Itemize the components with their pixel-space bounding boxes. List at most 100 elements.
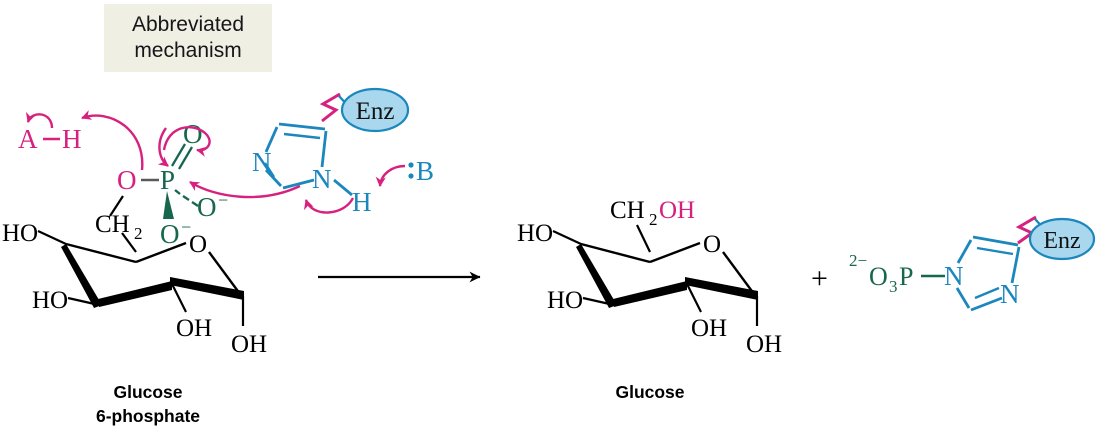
curved-arrow-nh-to-n [304, 197, 355, 214]
g6p-ch2-label: CH [95, 211, 130, 238]
prod-imid-bond-c5-c4-inner [976, 246, 1014, 256]
p-bond-c3-ho [582, 296, 615, 307]
prod-imid-bond-c2-n1 [955, 287, 971, 309]
reactant-label: Glucose 6-phosphate [48, 381, 248, 428]
prod-oh-c2-label: OH [691, 315, 727, 342]
phosphoenzyme-formula: 2− O 3 P [849, 251, 913, 296]
plus-sign: + [811, 262, 828, 295]
prod-imid-bond-n1-c5 [956, 239, 973, 264]
prod-imid-nitrogen-right-label: N [1000, 279, 1020, 309]
phospho-o-subscript: 3 [889, 277, 898, 296]
anionic-oxygen-2-charge: − [181, 217, 191, 237]
bond-ch2-c5 [121, 232, 137, 253]
base-group: B [408, 156, 434, 186]
ring-bond-c4-c3-bold [61, 244, 102, 308]
g6p-ring-oxygen-label: O [189, 231, 207, 258]
bond-o-ch2 [109, 195, 124, 217]
g6p-ch2-subscript: 2 [134, 224, 143, 243]
acid-group: A H [18, 124, 82, 154]
prod-ho-c3-label: HO [547, 287, 583, 314]
enz-bubble-reactant [340, 87, 410, 133]
reactant-label-line-2: 6-phosphate [95, 405, 201, 426]
imid-bond-nh [333, 178, 353, 197]
imid-bond-c2-n1-inner [263, 162, 276, 178]
curved-arrow-b-to-h [375, 164, 406, 187]
bond-p-o-wedge [163, 191, 174, 219]
p-ring-bond-c5-o [649, 241, 701, 264]
enz-label-product: Enz [1043, 228, 1080, 254]
prod-imid-bond-n3-c2 [970, 296, 1003, 312]
prod-ho-c4-label: HO [517, 220, 553, 247]
phospho-o-label: O [869, 262, 888, 291]
squiggle-bond-reactant [319, 92, 341, 123]
anionic-oxygen-1-charge: − [218, 190, 228, 210]
imid-bond-c5-c4-inner [283, 132, 321, 140]
ring-bond-c2-c1-bold [170, 277, 244, 300]
imid-bond-c4-n3 [320, 130, 328, 168]
bond-c4-ho [37, 230, 67, 245]
bond-c3-ho [67, 296, 100, 307]
glucose-6-phosphate-structure [37, 195, 245, 326]
prod-imid-bond-c5-c4 [972, 235, 1019, 247]
ring-bond-c4-c5 [65, 242, 137, 264]
imid-bond-c5-c4 [278, 122, 326, 131]
prod-oh-c1-label: OH [746, 331, 782, 358]
phospho-charge-label: 2− [849, 251, 867, 270]
phospho-p-label: P [899, 262, 913, 291]
squiggle-bond-product [1015, 215, 1037, 245]
acid-hydrogen-label: H [62, 124, 82, 154]
imid-bond-c2-n1 [264, 169, 283, 187]
g6p-ho-c3-label: HO [32, 287, 68, 314]
acid-a-label: A [18, 124, 38, 154]
product-imidazole [955, 235, 1021, 312]
ring-bond-c3-c2-bold [98, 281, 172, 307]
p-bond-c2-oh [685, 281, 702, 313]
imid-bond-n1-c5 [264, 126, 279, 153]
base-lone-pair-dot-upper [408, 162, 414, 168]
prod-ch2-label: CH [610, 197, 645, 224]
glucose-6-phosphate-labels: CH 2 O HO HO OH OH [2, 211, 267, 358]
ring-bond-c5-o [135, 241, 187, 264]
bond-p-o-hashed [174, 189, 199, 207]
p-bond-c4-ho [552, 230, 582, 245]
curved-arrow-pi-to-o [162, 125, 211, 157]
prod-exocyclic-hydroxyl-label: OH [659, 197, 695, 224]
p-bond-ch2-c5 [636, 224, 651, 253]
imid-nitrogen-left-label: N [252, 147, 272, 177]
product-imidazole-labels: N N [944, 261, 1020, 309]
curved-arrow-n-to-p [189, 180, 301, 199]
anionic-oxygen-2-label: O [160, 219, 180, 249]
enz-label-reactant: Enz [356, 98, 395, 125]
curved-arrow-pi-collapse [157, 127, 169, 167]
imid-nitrogen-right-label: N [312, 164, 332, 194]
anionic-oxygen-1-label: O [197, 192, 217, 222]
prod-ch2-subscript: 2 [649, 210, 658, 229]
caption-line-1: Abbreviated [131, 13, 245, 37]
enz-bubble-product [1028, 217, 1096, 261]
p-ring-bond-c4-c5 [580, 242, 651, 264]
prod-imid-nitrogen-left-label: N [944, 261, 964, 291]
bond-c2-oh [170, 281, 187, 313]
p-ring-bond-c2-c1-bold [685, 277, 758, 300]
curved-arrow-ah-to-a [26, 111, 54, 129]
bond-p-o-double-b [178, 146, 193, 170]
product-label: Glucose [560, 381, 740, 405]
g6p-oh-c1-label: OH [231, 331, 267, 358]
glucose-product-structure [552, 224, 759, 326]
base-lone-pair-dot-lower [408, 173, 414, 179]
g6p-oh-c2-label: OH [176, 315, 212, 342]
product-label-text: Glucose [615, 382, 685, 402]
phosphoryl-oxygen-label: O [183, 119, 203, 149]
prod-imid-bond-n3-c2-inner [974, 286, 1000, 300]
p-ring-bond-c4-c3-bold [576, 244, 617, 308]
p-ring-bond-c3-c2-bold [613, 281, 687, 307]
caption-box: Abbreviated mechanism [104, 4, 272, 72]
reactant-label-line-1: Glucose [113, 382, 183, 402]
bond-p-o-double-a [171, 143, 186, 167]
base-label: B [416, 156, 434, 186]
enzyme-imidazole-labels: N N H [252, 147, 372, 217]
caption-line-2: mechanism [134, 39, 242, 62]
imid-bond-n3-c2 [282, 178, 315, 190]
curved-arrow-o-to-ah [81, 110, 144, 171]
